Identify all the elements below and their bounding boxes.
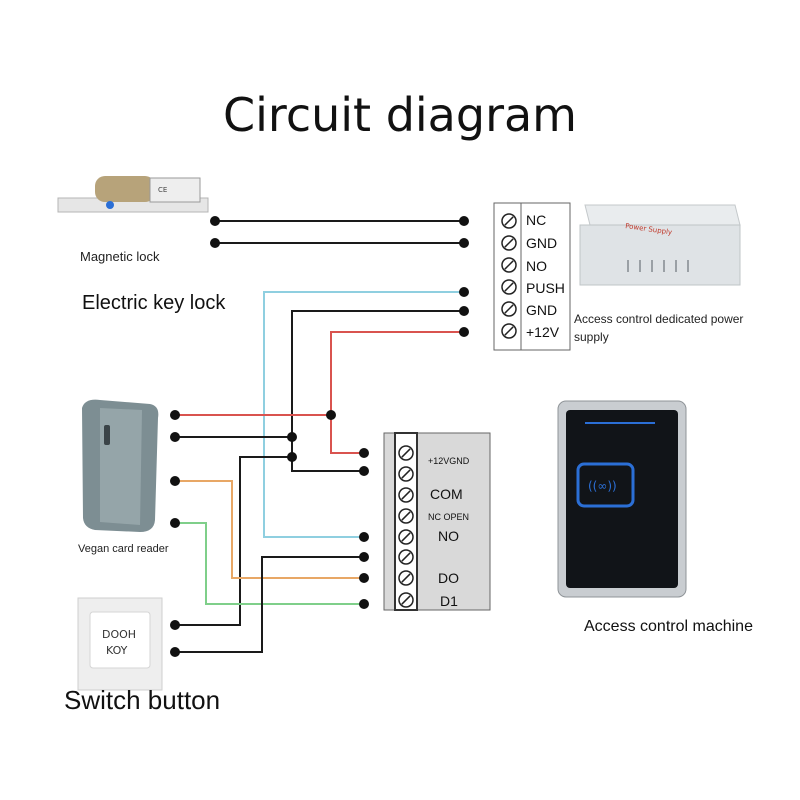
svg-text:((∞)): ((∞)) xyxy=(588,479,617,493)
svg-text:CE: CE xyxy=(158,186,167,194)
psu-terminal-12v: +12V xyxy=(526,324,560,340)
psu-terminal-gnd-2: GND xyxy=(526,302,558,318)
ctrl-terminal-com: COM xyxy=(430,486,463,502)
psu-screw-1-slot xyxy=(504,238,514,248)
ctrl-screw-3-slot xyxy=(401,511,411,521)
electric-key-lock-label: Electric key lock xyxy=(82,292,226,314)
ctrl-screw-5-slot xyxy=(401,552,411,562)
ctrl-screw-4-slot xyxy=(401,532,411,542)
access-machine-label: Access control machine xyxy=(584,618,753,635)
psu-screw-3-slot xyxy=(504,282,514,292)
ctrl-terminal-do: DO xyxy=(438,570,459,586)
ctrl-screw-2-slot xyxy=(401,490,411,500)
ctrl-terminal-d1: D1 xyxy=(440,593,458,609)
psu-screw-0-slot xyxy=(504,216,514,226)
power-terminal-block xyxy=(493,202,571,351)
psu-terminal-push: PUSH xyxy=(526,280,565,296)
controller-terminal-block xyxy=(383,432,491,611)
magnetic-lock-image: CE xyxy=(57,176,209,213)
ctrl-screw-7-slot xyxy=(401,595,411,605)
ctrl-screw-6-slot xyxy=(401,573,411,583)
power-supply-image xyxy=(579,204,741,286)
switch-text-line1: DOOH xyxy=(102,628,136,641)
psu-screw-4-slot xyxy=(504,304,514,314)
psu-terminal-gnd: GND xyxy=(526,235,558,251)
psu-terminal-nc: NC xyxy=(526,212,547,228)
ctrl-terminal-no: NO xyxy=(438,528,459,544)
psu-screw-5-slot xyxy=(504,326,514,336)
diagram-title: Circuit diagram xyxy=(223,88,577,142)
psu-screw-2-slot xyxy=(504,260,514,270)
ctrl-terminal-nc-open: NC OPEN xyxy=(428,512,470,522)
power-supply-label: Access control dedicated power supply xyxy=(574,312,744,344)
card-reader-label: Vegan card reader xyxy=(78,543,169,555)
access-machine-image: ((∞)) xyxy=(557,400,687,598)
ctrl-screw-1-slot xyxy=(401,469,411,479)
ctrl-screw-0-slot xyxy=(401,448,411,458)
ctrl-terminal-12vgnd: +12VGND xyxy=(428,456,470,466)
magnetic-lock-label: Magnetic lock xyxy=(80,249,160,264)
switch-text-line2: KOY xyxy=(106,644,128,657)
card-reader-image xyxy=(82,399,159,532)
switch-button-image xyxy=(77,597,163,691)
psu-terminal-no: NO xyxy=(526,258,547,274)
switch-button-label: Switch button xyxy=(64,685,221,715)
